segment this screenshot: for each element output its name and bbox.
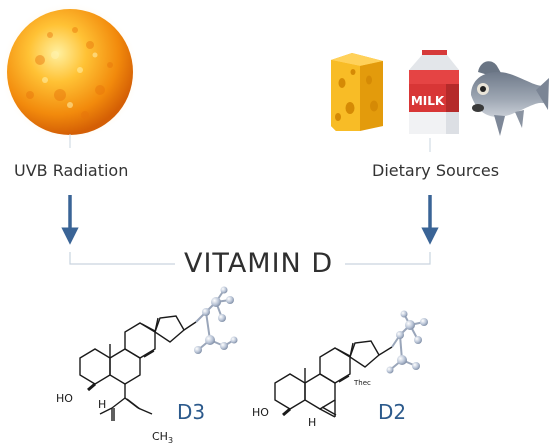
d3-methyl: CH3 <box>152 430 173 445</box>
fish-icon <box>471 61 549 136</box>
sun-icon <box>0 2 140 142</box>
d3-ball-and-stick <box>194 286 238 354</box>
cheese-icon <box>331 53 383 131</box>
convergence-bracket <box>69 252 431 265</box>
d3-label: D3 <box>177 400 206 424</box>
milk-label: MILK <box>411 94 445 108</box>
milk-carton-icon: MILK <box>409 50 459 134</box>
vitamin-d-title: VITAMIN D <box>184 248 334 279</box>
d2-molecule <box>274 340 393 418</box>
d2-label: D2 <box>378 400 407 424</box>
d2-hydroxyl: HO <box>252 406 269 419</box>
d2-hydrogen: H <box>308 416 316 429</box>
uvb-radiation-label: UVB Radiation <box>14 161 129 180</box>
d3-molecule <box>79 315 197 421</box>
d3-hydroxyl: HO <box>56 392 73 405</box>
d2-ball-and-stick <box>386 310 428 374</box>
d3-hydrogen: H <box>98 398 106 411</box>
dietary-sources-label: Dietary Sources <box>372 161 500 180</box>
d2-annotation: Thec <box>353 379 371 387</box>
